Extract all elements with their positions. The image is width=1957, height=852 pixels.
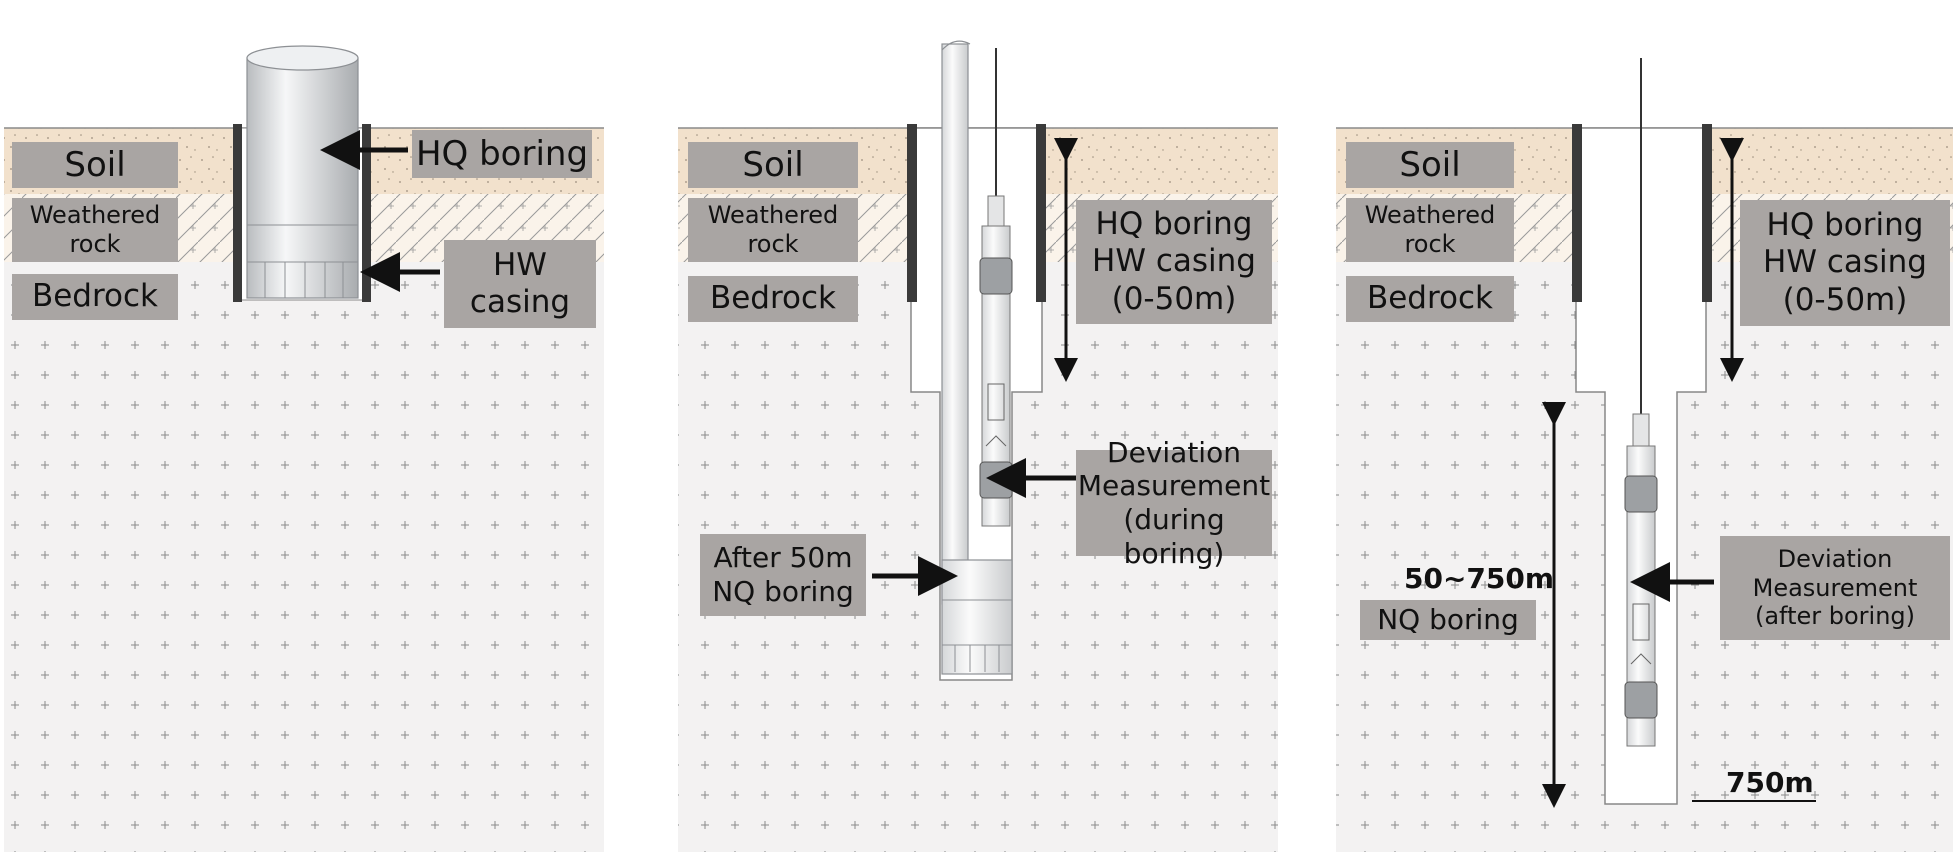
bottom-depth-label: 750m — [1726, 766, 1814, 799]
panel-2-arrows — [872, 138, 1078, 596]
hq-core-barrel — [246, 57, 359, 299]
hw-casing-label: HW casing — [444, 240, 596, 328]
hq-hw-casing-label: HQ boring HW casing (0-50m) — [1076, 200, 1272, 324]
soil-label: Soil — [1346, 142, 1514, 188]
bedrock-label: Bedrock — [1346, 276, 1514, 322]
bedrock-label: Bedrock — [688, 276, 858, 322]
nq-rod — [941, 43, 969, 605]
bedrock-pattern — [4, 262, 604, 852]
deviation-during-label: Deviation Measurement (during boring) — [1076, 435, 1272, 570]
panel-3-arrows — [1542, 138, 1816, 808]
hw-casing-left — [233, 124, 242, 302]
hq-hw-casing-label: HQ boring HW casing (0-50m) — [1740, 200, 1950, 326]
deviation-after-label: Deviation Measurement (after boring) — [1720, 536, 1950, 640]
hw-casing-right — [362, 124, 371, 302]
weathered-rock-label: Weathered rock — [688, 198, 858, 262]
depth-range-label: 50~750m — [1404, 562, 1555, 595]
after-50m-label: After 50m NQ boring — [700, 534, 866, 616]
weathered-rock-label: Weathered rock — [1346, 198, 1514, 262]
hq-boring-label: HQ boring — [412, 130, 592, 178]
panel-1-arrows — [320, 130, 440, 292]
soil-label: Soil — [12, 142, 178, 188]
bedrock-label: Bedrock — [12, 274, 178, 320]
panel-2-hole — [907, 40, 1046, 681]
weathered-rock-label: Weathered rock — [12, 198, 178, 262]
nq-boring-label: NQ boring — [1360, 600, 1536, 640]
soil-label: Soil — [688, 142, 858, 188]
nq-core-barrel — [941, 559, 1013, 675]
panel-1-hole — [233, 45, 371, 302]
